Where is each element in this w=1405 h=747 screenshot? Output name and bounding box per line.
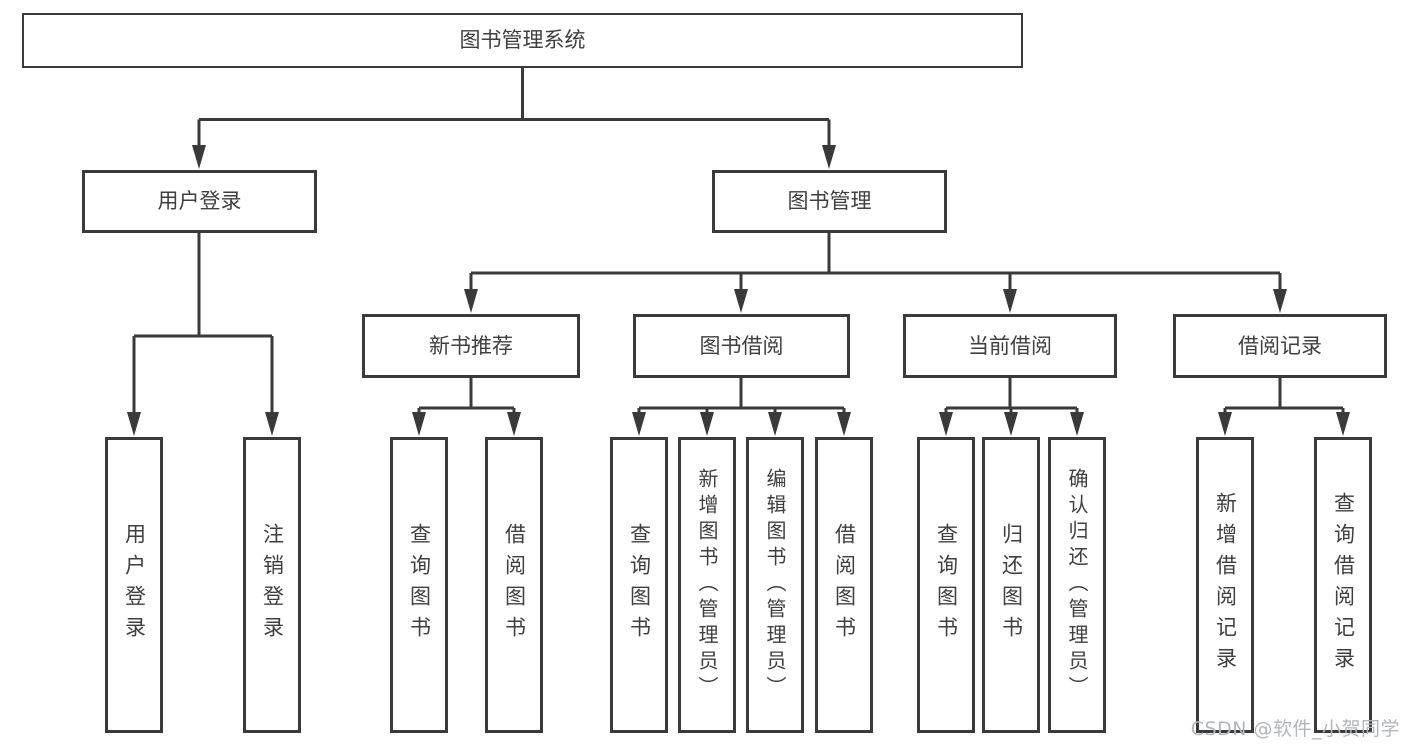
arrow-down <box>464 289 478 313</box>
leaf-user-login: 用户登录 <box>105 437 163 733</box>
node-new-book-recommendation: 新书推荐 <box>362 314 580 378</box>
leaf-borrow-books: 借阅图书 <box>815 437 873 733</box>
leaf-return-books: 归还图书 <box>982 437 1040 733</box>
csdn-watermark: CSDN @软件_小贺同学 <box>1190 718 1400 740</box>
node-user-login: 用户登录 <box>82 170 317 233</box>
connector-borrow-records-to-leaves <box>1223 378 1345 418</box>
arrow-down <box>1336 412 1350 436</box>
arrow-down <box>632 412 646 436</box>
arrow-down <box>700 412 714 436</box>
connector-user-login-to-leaves <box>132 233 274 415</box>
leaf-add-books-admin: 新增图书（管理员） <box>678 437 736 733</box>
connector-root-to-level2 <box>197 68 831 148</box>
leaf-query-borrow-record: 查询借阅记录 <box>1314 437 1372 733</box>
connector-book-mgmt-to-level3 <box>469 233 1282 295</box>
arrow-down <box>768 412 782 436</box>
arrow-down <box>412 412 426 436</box>
arrow-down <box>1004 412 1018 436</box>
arrow-down <box>1218 412 1232 436</box>
connector-book-borrow-to-leaves <box>637 378 846 418</box>
arrow-down <box>127 412 141 436</box>
leaf-logout: 注销登录 <box>243 437 301 733</box>
arrow-down <box>822 145 836 169</box>
leaf-edit-books-admin: 编辑图书（管理员） <box>746 437 804 733</box>
arrow-down <box>507 412 521 436</box>
leaf-query-books-rec: 查询图书 <box>390 437 448 733</box>
leaf-borrow-books-rec: 借阅图书 <box>485 437 543 733</box>
node-borrowing-records: 借阅记录 <box>1173 314 1387 378</box>
arrow-down <box>265 412 279 436</box>
arrow-down <box>734 289 748 313</box>
node-current-borrowing: 当前借阅 <box>903 314 1117 378</box>
connector-current-borrow-to-leaves <box>944 378 1079 418</box>
node-book-borrowing: 图书借阅 <box>633 314 850 378</box>
arrow-down <box>939 412 953 436</box>
leaf-add-borrow-record: 新增借阅记录 <box>1196 437 1254 733</box>
leaf-query-books-current: 查询图书 <box>917 437 975 733</box>
arrow-down <box>1070 412 1084 436</box>
leaf-query-books-borrow: 查询图书 <box>610 437 668 733</box>
node-library-management-system: 图书管理系统 <box>22 13 1023 68</box>
node-book-management: 图书管理 <box>712 170 947 233</box>
arrow-down <box>192 145 206 169</box>
arrow-down <box>1003 289 1017 313</box>
connector-new-book-rec-to-leaves <box>417 378 516 418</box>
leaf-confirm-return-admin: 确认归还（管理员） <box>1048 437 1106 733</box>
arrow-down <box>1273 289 1287 313</box>
arrow-down <box>837 412 851 436</box>
